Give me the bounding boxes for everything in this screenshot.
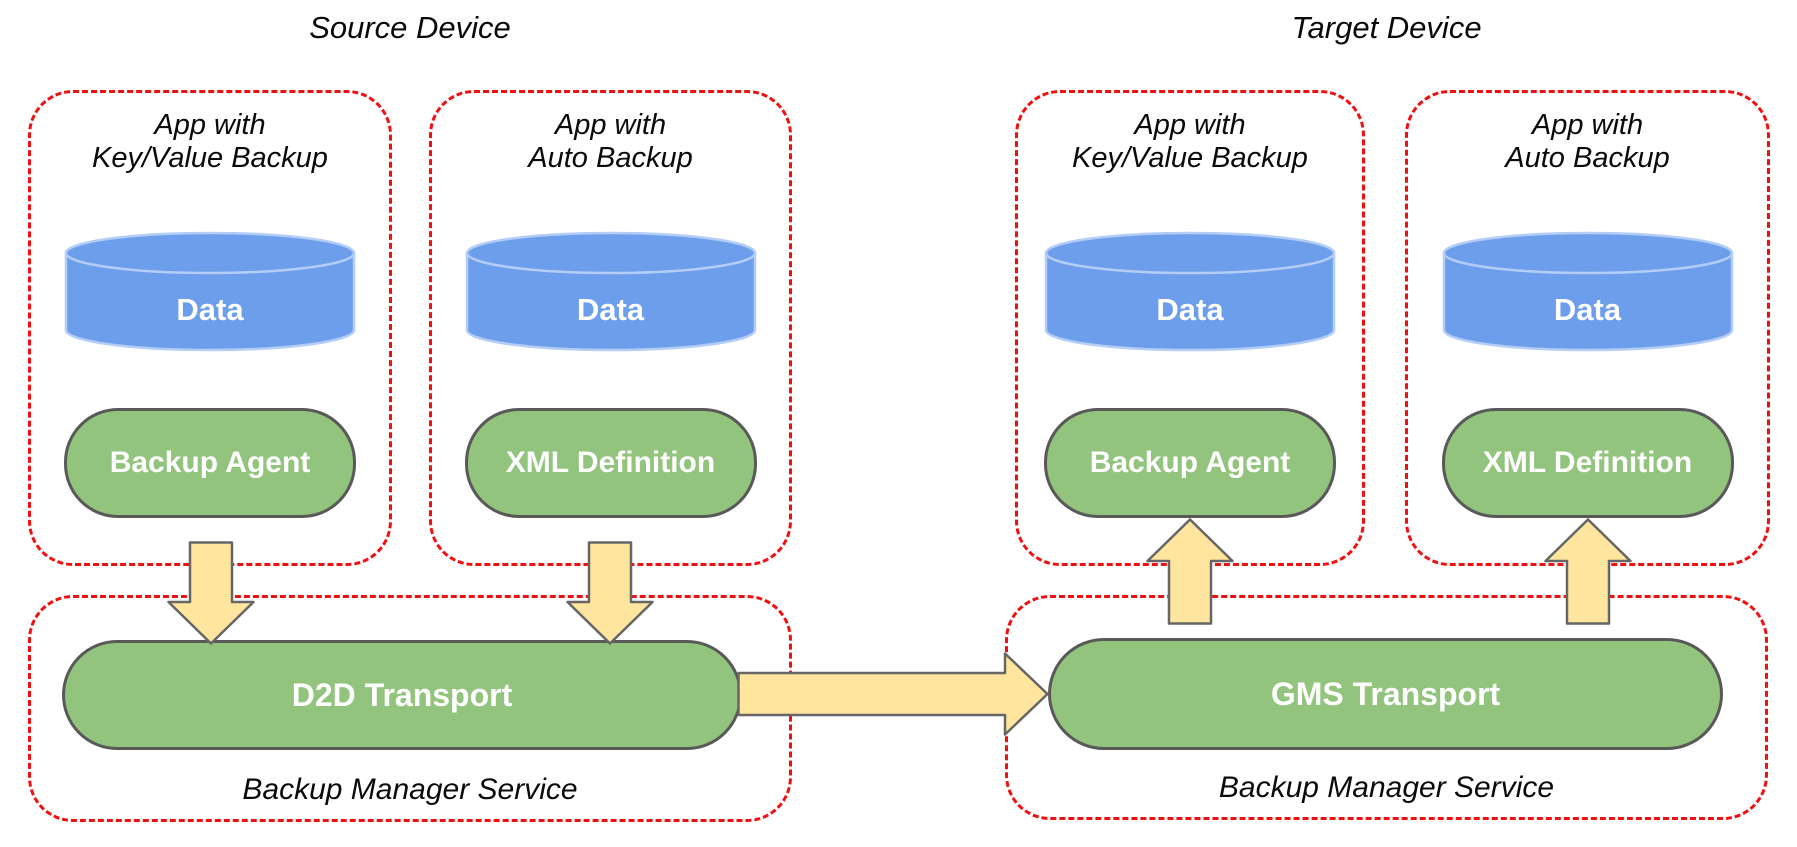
xml-definition-node: XML Definition [1441, 408, 1734, 518]
data-label: Data [1156, 292, 1224, 327]
app-title: App with Key/Value Backup [92, 109, 328, 175]
data-cylinder: Data [1442, 231, 1734, 353]
down-arrow-icon-xml-definition-to-d2d [566, 541, 654, 645]
data-cylinder: Data [465, 231, 757, 353]
backup-manager-service-source: D2D Transport Backup Manager Service [28, 595, 792, 822]
gms-transport-node: GMS Transport [1048, 638, 1723, 750]
app-box-source-auto: App with Auto Backup Data XML Definition [429, 90, 792, 566]
up-arrow-icon-gms-to-backup-agent [1146, 518, 1234, 625]
cylinder-shape [465, 231, 756, 352]
data-cylinder: Data [1044, 231, 1336, 353]
cylinder-shape [64, 231, 356, 352]
backup-manager-service-target: GMS Transport Backup Manager Service [1005, 595, 1768, 820]
data-label: Data [1553, 292, 1622, 327]
backup-agent-node: Backup Agent [1044, 408, 1336, 518]
cylinder-shape [1442, 231, 1733, 352]
app-box-source-keyvalue: App with Key/Value Backup Data Backup Ag… [28, 90, 392, 566]
target-device-title: Target Device [1291, 10, 1482, 45]
app-title: App with Auto Backup [528, 109, 693, 175]
data-cylinder: Data [64, 231, 356, 353]
d2d-transport-node: D2D Transport [62, 640, 742, 750]
cylinder-shape [1044, 231, 1336, 352]
down-arrow-icon-backup-agent-to-d2d [167, 541, 255, 645]
source-device-title: Source Device [309, 10, 511, 45]
backup-manager-service-label: Backup Manager Service [242, 773, 578, 806]
xml-definition-node: XML Definition [464, 408, 757, 518]
backup-agent-node: Backup Agent [64, 408, 356, 518]
data-label: Data [176, 292, 244, 327]
right-arrow-icon-d2d-to-gms [737, 652, 1049, 736]
backup-manager-service-label: Backup Manager Service [1218, 771, 1555, 804]
up-arrow-icon-gms-to-xml-definition [1544, 518, 1632, 625]
data-label: Data [576, 292, 645, 327]
app-box-target-keyvalue: App with Key/Value Backup Data Backup Ag… [1015, 90, 1365, 566]
app-title: App with Auto Backup [1505, 109, 1670, 175]
app-box-target-auto: App with Auto Backup Data XML Definition [1405, 90, 1770, 566]
app-title: App with Key/Value Backup [1072, 109, 1308, 175]
